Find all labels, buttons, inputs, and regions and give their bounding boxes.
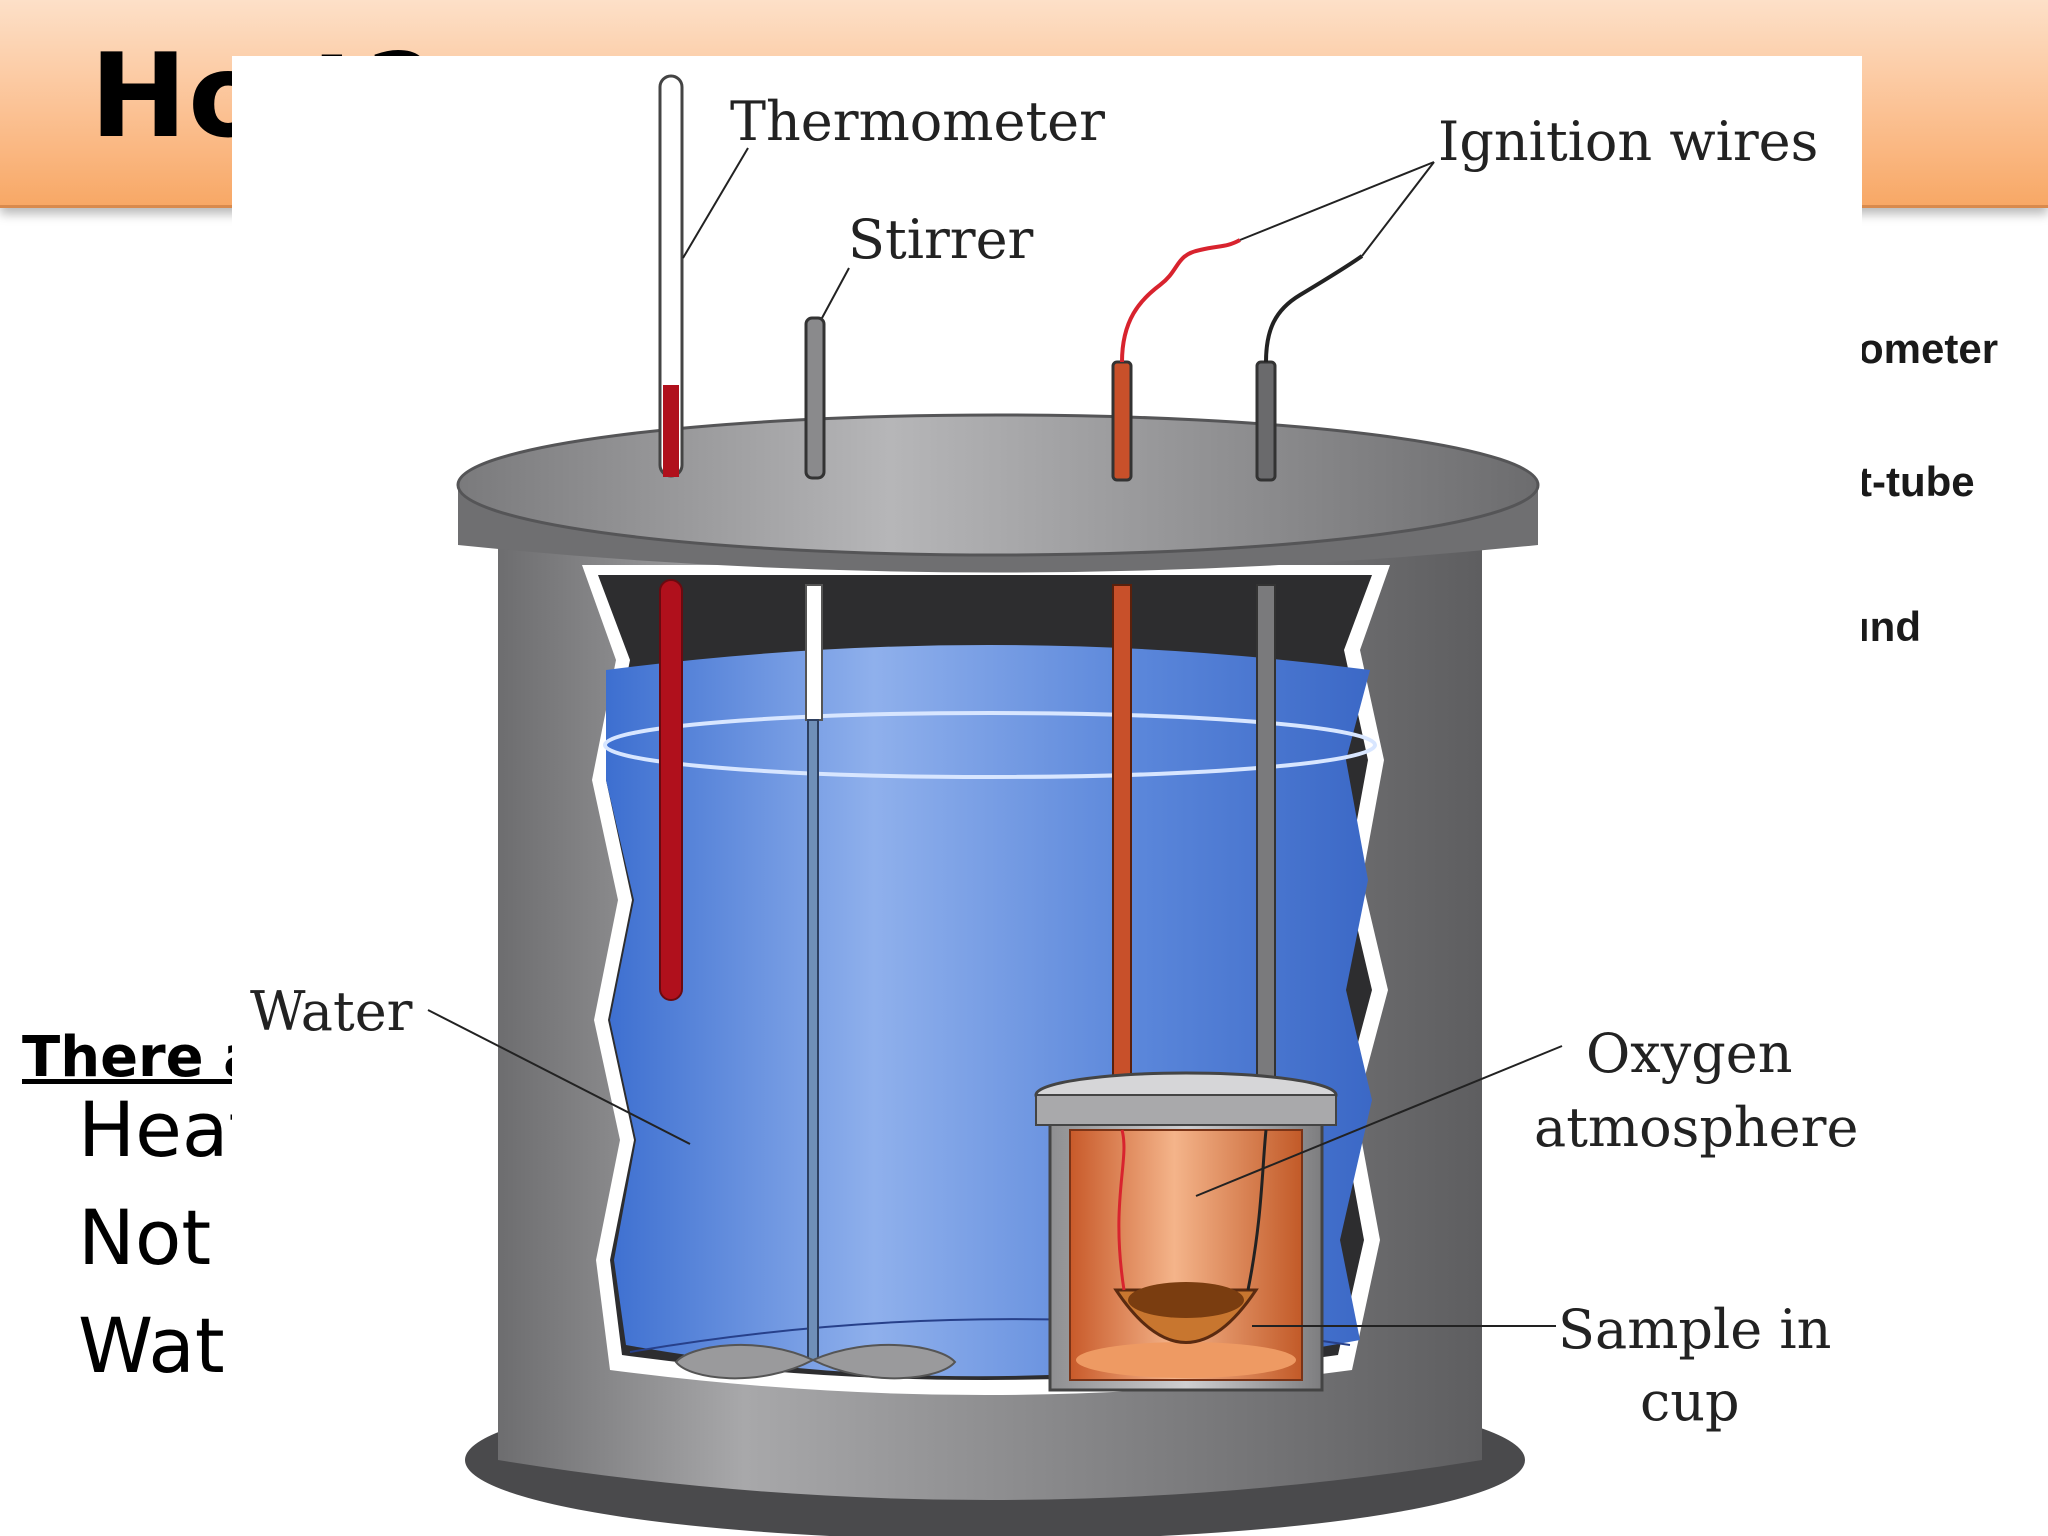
ignition-wires-label: Ignition wires [1438,110,1818,173]
thermometer-label: Thermometer [730,90,1105,153]
lid-top [456,413,1540,557]
left-line-3: Wat [78,1301,225,1390]
right-fragment-2: t-tube [1858,458,1975,505]
oxygen-label-line2: atmosphere [1534,1096,1858,1159]
water-label: Water [250,980,413,1043]
stirrer-rod-top [804,316,826,480]
ignition-rod-red [1111,360,1133,482]
ignition-rod-dark [1255,360,1277,482]
stirrer-blade [674,1343,957,1380]
thermometer-mercury [663,385,679,477]
thermometer-lower [659,579,683,1001]
oxygen-label-line1: Oxygen [1586,1022,1793,1085]
left-line-1: Heat [78,1085,259,1174]
right-fragment-3: ınd [1858,603,1921,650]
left-heading: There a [22,1025,261,1090]
sample-label-line1: Sample in [1558,1298,1831,1361]
bomb-calorimeter-diagram: Thermometer Stirrer Ignition wires Water… [232,56,1862,1536]
stirrer-label: Stirrer [848,208,1034,271]
water-surface [603,711,1377,779]
left-line-2: Not [78,1193,212,1282]
right-fragment-1: ometer [1858,325,1999,372]
stirrer-shaft [807,719,819,1361]
sample-label-line2: cup [1640,1370,1740,1433]
